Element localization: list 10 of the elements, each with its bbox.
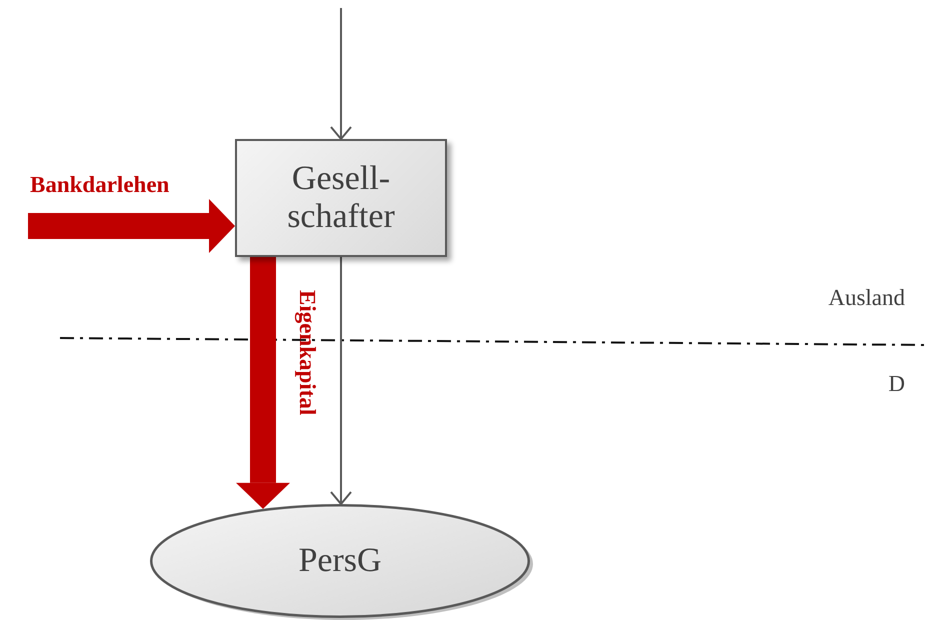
edge-label: Eigenkapital xyxy=(294,290,320,416)
node-label: Gesell- schafter xyxy=(286,160,396,236)
region-label: Ausland xyxy=(828,285,905,311)
edge-label: Bankdarlehen xyxy=(30,172,170,198)
arrow xyxy=(330,257,352,505)
arrow xyxy=(330,8,352,140)
ellipse-node xyxy=(150,504,530,618)
region-label: D xyxy=(888,371,905,397)
node-label: PersG xyxy=(297,542,383,580)
process-box xyxy=(235,139,447,257)
